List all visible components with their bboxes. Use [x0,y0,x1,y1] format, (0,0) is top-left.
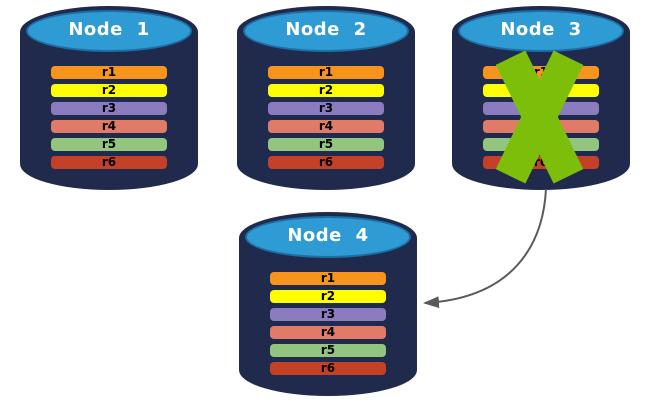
node-title: Node 2 [285,19,367,40]
replica-bar: r5 [268,138,384,151]
node-title: Node 4 [287,225,369,246]
replica-bar: r3 [268,102,384,115]
node-1: Node 1 r1 r2 r3 r4 r5 r6 [20,6,198,190]
cylinder-cap [458,10,624,52]
replica-stack: r1 r2 r3 r4 r5 r6 [270,272,386,375]
replica-bar: r4 [51,120,167,133]
node-2: Node 2 r1 r2 r3 r4 r5 r6 [237,6,415,190]
replica-stack: r1 r2 r3 r4 r5 r6 [51,66,167,169]
replica-bar: r5 [51,138,167,151]
replica-bar: r3 [51,102,167,115]
replica-bar: r6 [51,156,167,169]
replica-bar: r5 [270,344,386,357]
replica-bar: r6 [270,362,386,375]
node-4: Node 4 r1 r2 r3 r4 r5 r6 [239,212,417,396]
replica-bar: r2 [270,290,386,303]
replica-bar: r2 [51,84,167,97]
replica-bar: r4 [268,120,384,133]
replica-bar: r6 [268,156,384,169]
replica-bar: r1 [51,66,167,79]
failover-arrow-path [423,188,547,309]
replica-bar: r1 [270,272,386,285]
cylinder-cap [245,216,411,258]
node-title: Node 3 [500,19,582,40]
replica-bar: r2 [268,84,384,97]
replica-bar: r4 [270,326,386,339]
node-title: Node 1 [68,19,150,40]
replica-stack: r1 r2 r3 r4 r5 r6 [268,66,384,169]
replica-bar: r1 [268,66,384,79]
cylinder-cap [243,10,409,52]
cylinder-cap [26,10,192,52]
node-3: Node 3 r1 r2 r3 r4 r5 r6 [452,6,630,190]
replica-bar: r3 [270,308,386,321]
